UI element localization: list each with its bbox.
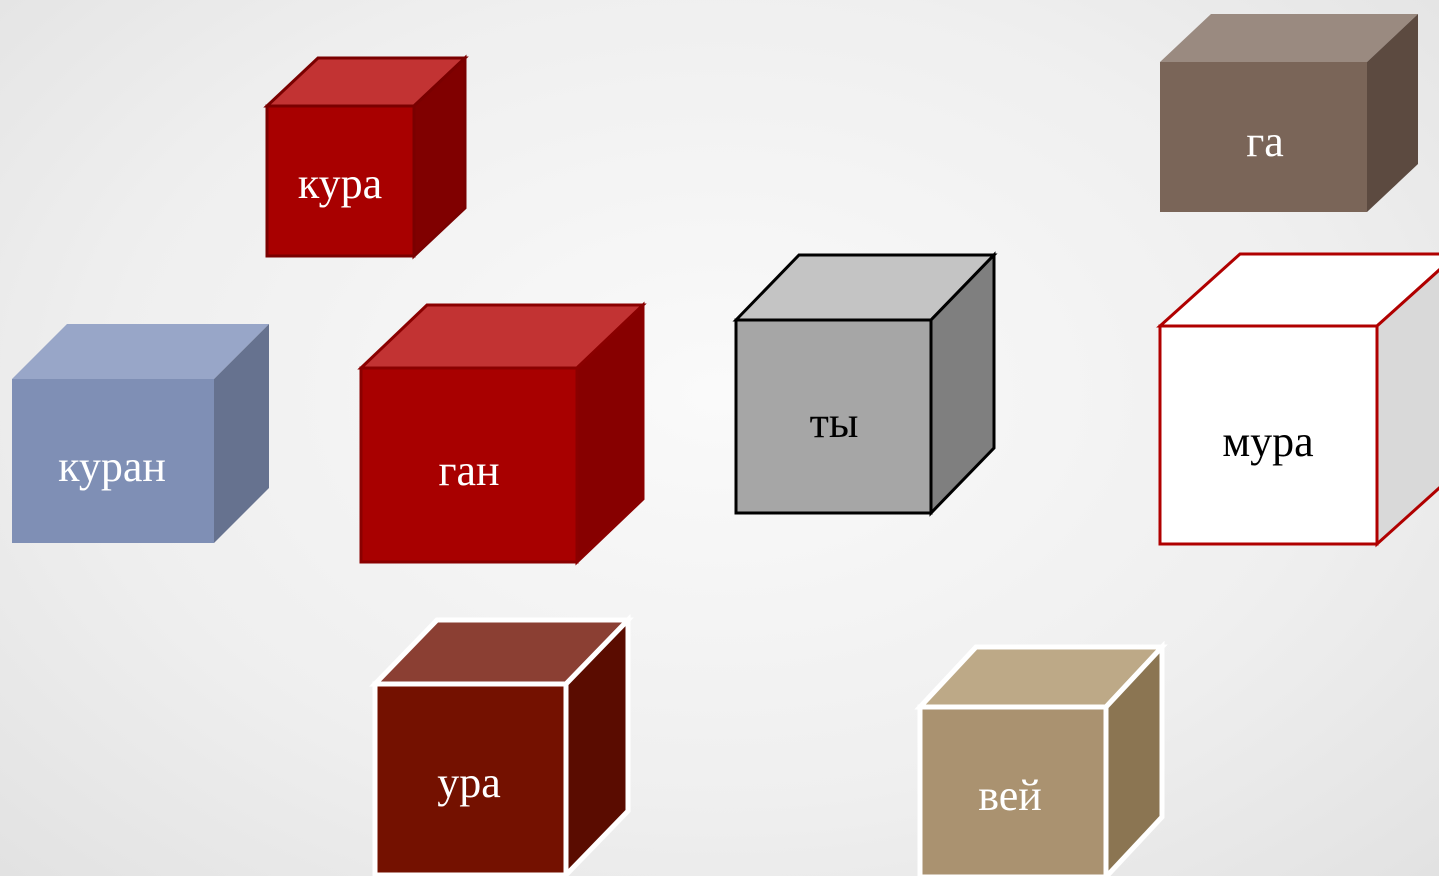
cube-gan: ган xyxy=(357,301,647,566)
cube-ga: га xyxy=(1160,14,1418,212)
cube-front-face xyxy=(1158,324,1379,546)
cube-label-mura: мура xyxy=(1222,417,1313,466)
cube-label-ura: ура xyxy=(437,758,501,807)
cube-kura: кура xyxy=(263,54,469,260)
cube-side-face xyxy=(214,324,269,543)
cube-ura: ура xyxy=(369,613,634,876)
cube-ty: ты xyxy=(732,251,998,517)
cube-front-face xyxy=(12,379,214,543)
cube-label-ty: ты xyxy=(810,398,859,447)
cube-front-face xyxy=(734,318,933,515)
cube-label-vey: вей xyxy=(978,771,1042,820)
cube-front-face xyxy=(265,104,416,258)
cube-side-face xyxy=(1367,14,1418,212)
cube-top-face xyxy=(1160,14,1418,62)
cube-kuran: куран xyxy=(12,324,269,543)
cube-front-face xyxy=(372,681,569,876)
cube-label-gan: ган xyxy=(438,446,499,495)
cube-mura: мура xyxy=(1156,252,1439,548)
cube-label-ga: га xyxy=(1246,117,1284,166)
cube-label-kuran: куран xyxy=(58,442,166,491)
cube-top-face xyxy=(12,324,269,379)
cube-vey: вей xyxy=(914,640,1168,876)
cube-front-face xyxy=(359,366,579,564)
cube-label-kura: кура xyxy=(298,159,382,208)
cube-front-face xyxy=(1160,62,1367,212)
cube-front-face xyxy=(917,704,1109,876)
